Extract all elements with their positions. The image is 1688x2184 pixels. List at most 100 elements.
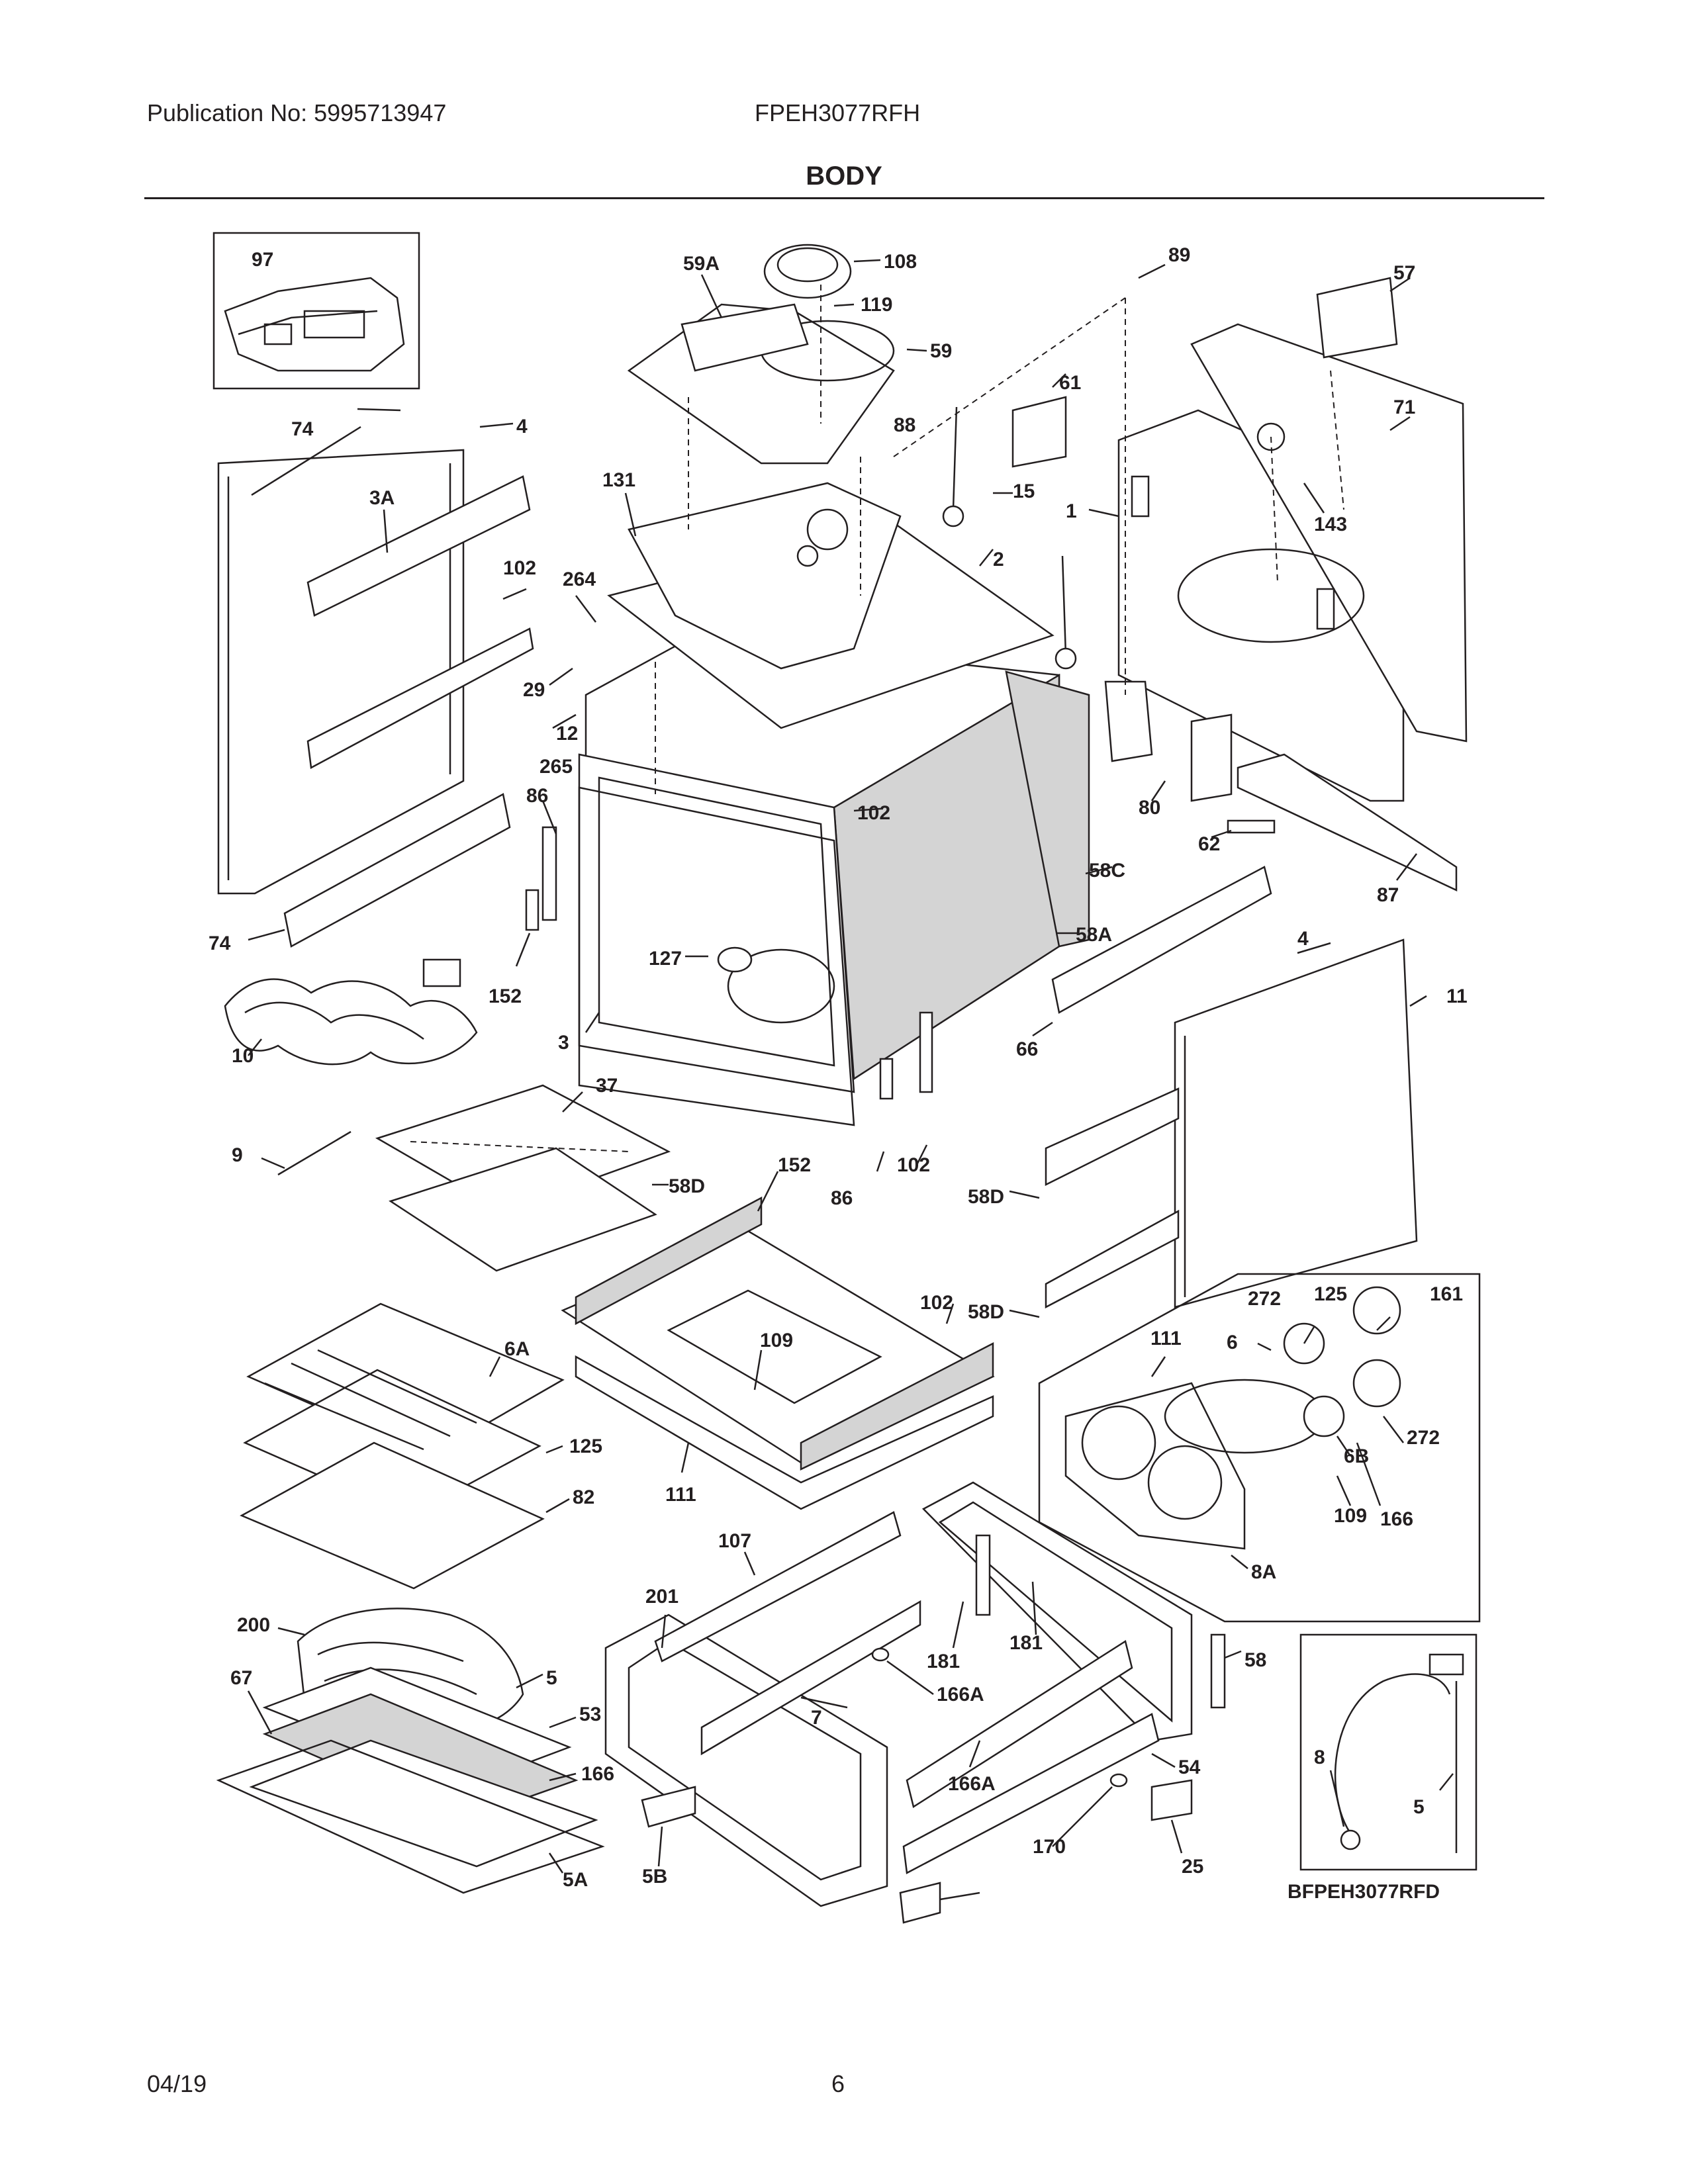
callout-label: 5 [1413,1796,1425,1818]
hinge-brackets [525,826,933,1100]
callout-label: 143 [1314,514,1347,535]
model-number: FPEH3077RFH [755,99,921,126]
callout-label: 152 [489,985,522,1007]
callout-label: 125 [1314,1283,1347,1305]
callout-label: 74 [209,933,231,954]
callout-label: 102 [920,1292,953,1314]
drawer-plates [216,1666,605,1894]
callout-label: 102 [503,557,536,579]
callout-label: 102 [897,1154,930,1176]
callout-label: 97 [252,249,273,271]
callout-label: 5 [546,1667,557,1689]
callout-label: 108 [884,251,917,273]
convection-housing [627,244,895,465]
bracket-61 [1011,396,1067,468]
drawer-frame [561,1196,995,1510]
callout-label: 5B [642,1866,667,1888]
callout-label: 58D [968,1186,1004,1208]
callout-label: 131 [602,469,635,491]
callout-label: 6B [1344,1445,1369,1467]
callout-label: 53 [579,1704,601,1725]
callout-label: 11 [1446,985,1468,1007]
oven-cavity [578,634,1090,1093]
right-side-panel [1174,938,1418,1308]
callout-label: 166A [937,1684,984,1706]
callout-label: 181 [1009,1632,1043,1654]
callout-label: 8 [1314,1747,1325,1768]
callout-label: 86 [831,1187,853,1209]
publication-number: Publication No: 5995713947 [147,99,447,126]
callout-label: 1 [1066,500,1077,522]
callout-label: 109 [1334,1505,1367,1527]
callout-label: 58D [968,1301,1004,1323]
callout-label: 111 [665,1484,696,1506]
callout-label: 5A [563,1869,588,1891]
callout-label: 58C [1089,860,1125,882]
callout-label: 10 [232,1045,254,1067]
leveling-feet [641,1647,1193,1924]
callout-labels: 97 59A 108 119 59 89 57 74 4 61 71 3A 13… [209,244,1468,1903]
callout-label: 87 [1377,884,1399,906]
inset-wiring-harness [1299,1633,1477,1871]
callout-label: 166 [1380,1508,1413,1530]
inset-convection-fan [1038,1273,1481,1623]
callout-label: 57 [1393,262,1415,284]
back-panels [1117,277,1468,802]
left-side-panel [217,449,465,895]
callout-label: 59 [930,340,952,362]
callout-label: 125 [569,1435,602,1457]
callout-label: 119 [861,294,892,316]
header-divider [144,197,1544,199]
leader-lines [247,259,1454,1901]
callout-label: 152 [778,1154,811,1176]
callout-label: 86 [526,785,548,807]
callout-label: 8A [1251,1561,1276,1583]
callout-label: 82 [573,1486,594,1508]
callout-label: 89 [1168,244,1190,266]
callout-label: 102 [857,802,890,824]
callout-label: 80 [1139,797,1160,819]
broiler-pan [375,1084,671,1272]
page-number: 6 [831,2070,845,2097]
callout-label: 201 [645,1586,679,1608]
callout-label: 9 [232,1144,243,1166]
callout-label: 2 [993,549,1004,570]
rear-brackets [1104,680,1458,891]
callout-label: 166A [948,1773,996,1795]
bake-element [224,958,478,1066]
drawing-code: BFPEH3077RFD [1288,1881,1440,1903]
callout-label: 4 [516,416,528,437]
callout-label: 88 [894,414,915,436]
callout-label: 29 [523,679,545,701]
callout-label: 265 [539,756,573,778]
oven-racks [240,1302,565,1590]
callout-label: 181 [927,1651,960,1672]
callout-label: 37 [596,1075,618,1097]
callout-label: 272 [1248,1288,1281,1310]
callout-label: 264 [563,569,596,590]
callout-label: 12 [556,723,578,745]
callout-label: 59A [683,253,720,275]
meat-probe [277,1130,352,1176]
callout-label: 170 [1033,1836,1066,1858]
callout-label: 272 [1407,1427,1440,1449]
section-title: BODY [806,161,882,191]
callout-label: 58D [669,1175,705,1197]
callout-label: 4 [1297,928,1309,950]
callout-label: 3A [369,487,395,509]
callout-label: 58 [1244,1649,1266,1671]
alignment-lines [655,285,1344,794]
callout-label: 200 [237,1614,270,1636]
left-slide-rails [283,475,534,948]
callout-label: 54 [1178,1756,1201,1778]
callout-label: 3 [558,1032,569,1054]
base-frame [604,1481,1226,1907]
callout-label: 15 [1013,480,1035,502]
callout-label: 109 [760,1330,793,1351]
top-cover-and-duct [607,482,1055,729]
callout-label: 71 [1393,396,1415,418]
callout-label: 74 [291,418,314,440]
callout-label: 6 [1227,1332,1238,1353]
callout-label: 7 [811,1707,822,1729]
